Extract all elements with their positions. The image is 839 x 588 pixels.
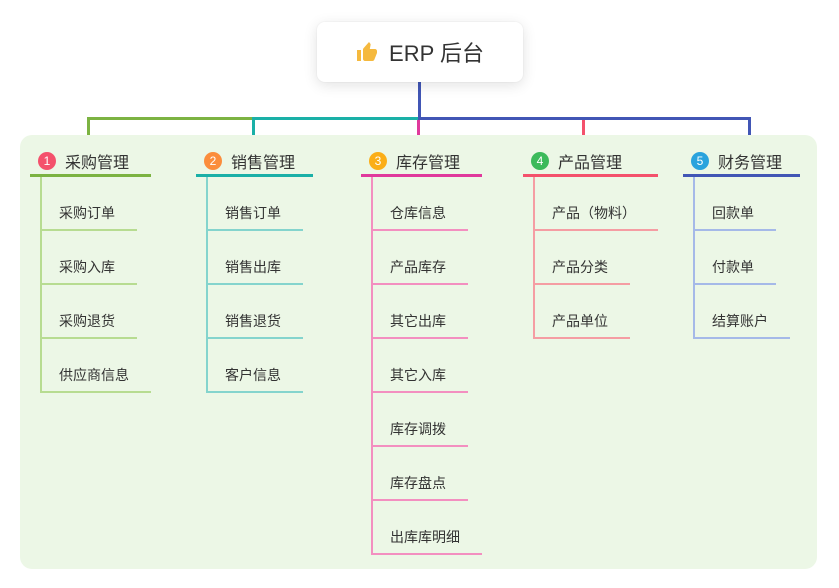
branch-node[interactable]: 2 销售管理 xyxy=(196,147,314,177)
child-node[interactable]: 销售订单 xyxy=(208,177,303,231)
child-node[interactable]: 采购退货 xyxy=(42,285,137,339)
child-node[interactable]: 采购入库 xyxy=(42,231,137,285)
branch-children: 销售订单 销售出库 销售退货 客户信息 xyxy=(206,177,313,393)
child-node[interactable]: 回款单 xyxy=(695,177,776,231)
branch-sales: 2 销售管理 销售订单 销售出库 销售退货 客户信息 xyxy=(196,147,314,393)
child-node[interactable]: 付款单 xyxy=(695,231,776,285)
branch-number-badge: 3 xyxy=(369,151,387,170)
child-node[interactable]: 其它出库 xyxy=(373,285,468,339)
branch-number-badge: 1 xyxy=(38,151,56,170)
branch-label: 产品管理 xyxy=(558,154,623,172)
child-node[interactable]: 库存调拨 xyxy=(373,393,468,447)
child-node[interactable]: 其它入库 xyxy=(373,339,468,393)
child-node[interactable]: 产品单位 xyxy=(535,285,630,339)
branch-label: 销售管理 xyxy=(231,154,296,172)
branch-purchase: 1 采购管理 采购订单 采购入库 采购退货 供应商信息 xyxy=(30,147,151,393)
branch-label: 库存管理 xyxy=(396,154,461,172)
branch-node[interactable]: 4 产品管理 xyxy=(523,147,658,177)
branch-number-badge: 5 xyxy=(691,151,709,170)
branch-children: 产品（物料） 产品分类 产品单位 xyxy=(533,177,658,339)
thumbs-up-icon xyxy=(355,40,379,64)
child-node[interactable]: 供应商信息 xyxy=(42,339,151,393)
branch-children: 回款单 付款单 结算账户 xyxy=(693,177,800,339)
branch-node[interactable]: 1 采购管理 xyxy=(30,147,151,177)
child-node[interactable]: 产品库存 xyxy=(373,231,468,285)
branch-number-badge: 2 xyxy=(204,151,222,170)
branch-inventory: 3 库存管理 仓库信息 产品库存 其它出库 其它入库 库存调拨 库存盘点 出库库… xyxy=(361,147,482,555)
branch-label: 采购管理 xyxy=(65,154,130,172)
branch-number-badge: 4 xyxy=(531,151,549,170)
root-node[interactable]: ERP 后台 xyxy=(316,22,523,82)
child-node[interactable]: 出库库明细 xyxy=(373,501,482,555)
child-node[interactable]: 销售出库 xyxy=(208,231,303,285)
child-node[interactable]: 库存盘点 xyxy=(373,447,468,501)
child-node[interactable]: 结算账户 xyxy=(695,285,790,339)
branch-children: 仓库信息 产品库存 其它出库 其它入库 库存调拨 库存盘点 出库库明细 xyxy=(371,177,482,555)
branch-product: 4 产品管理 产品（物料） 产品分类 产品单位 xyxy=(523,147,658,339)
child-node[interactable]: 采购订单 xyxy=(42,177,137,231)
child-node[interactable]: 产品分类 xyxy=(535,231,630,285)
branch-node[interactable]: 5 财务管理 xyxy=(683,147,801,177)
branch-label: 财务管理 xyxy=(718,154,783,172)
map-panel: 1 采购管理 采购订单 采购入库 采购退货 供应商信息 2 销售管理 销售订单 … xyxy=(20,135,817,569)
branch-node[interactable]: 3 库存管理 xyxy=(361,147,482,177)
branch-finance: 5 财务管理 回款单 付款单 结算账户 xyxy=(683,147,801,339)
child-node[interactable]: 客户信息 xyxy=(208,339,303,393)
child-node[interactable]: 仓库信息 xyxy=(373,177,468,231)
root-label: ERP 后台 xyxy=(389,41,484,66)
child-node[interactable]: 销售退货 xyxy=(208,285,303,339)
child-node[interactable]: 产品（物料） xyxy=(535,177,658,231)
branch-children: 采购订单 采购入库 采购退货 供应商信息 xyxy=(40,177,151,393)
